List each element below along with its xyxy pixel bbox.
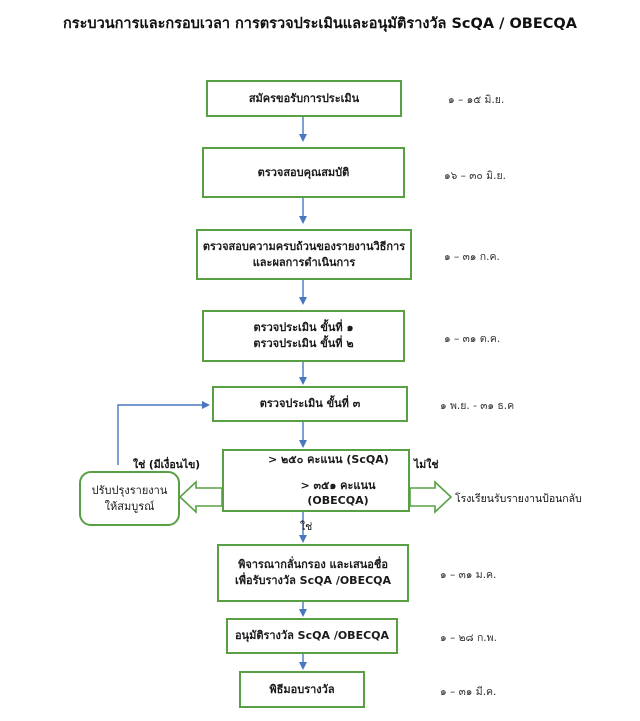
criteria-obecqa: > ๓๕๑ คะแนน (OBECQA) [300,478,376,508]
step-qualify-date: ๑๖ – ๓๐ มิ.ย. [444,170,506,182]
improve-line2: ให้สมบูรณ์ [104,499,155,513]
left-block-arrow [178,480,223,514]
step-assess-3-label: ตรวจประเมิน ขั้นที่ ๓ [259,397,361,411]
right-block-arrow [409,480,453,514]
step-qualify: ตรวจสอบคุณสมบัติ [202,147,405,198]
step-ceremony-date: ๑ – ๓๑ มี.ค. [440,686,497,698]
step-ceremony-label: พิธีมอบรางวัล [269,682,335,696]
criteria-scqa: > ๒๕๐ คะแนน (ScQA) [268,452,389,466]
step-ceremony: พิธีมอบรางวัล [239,671,365,708]
branch-no: ไม่ใช่ [414,459,439,471]
step-screen-line2: เพื่อรับรางวัล ScQA /OBECQA [234,574,392,587]
branch-yes-conditional: ใช่ (มีเงื่อนไข) [133,459,201,471]
step-screen-nominate-date: ๑ – ๓๑ ม.ค. [440,569,497,581]
loop-arrow [117,401,210,465]
step-apply-date: ๑ – ๑๕ มิ.ย. [448,94,505,106]
step-assess-2-label: ตรวจประเมิน ขั้นที่ ๒ [253,337,354,350]
step-check-report-line1: ตรวจสอบความครบถ้วนของรายงานวิธีการ [202,239,406,253]
step-approve-label: อนุมัติรางวัล ScQA /OBECQA [234,629,390,643]
step-qualify-label: ตรวจสอบคุณสมบัติ [257,165,350,179]
step-screen-line1: พิจารณากลั่นกรอง และเสนอชื่อ [238,558,388,572]
improve-line1: ปรับปรุงรายงาน [91,483,168,497]
step-screen-nominate: พิจารณากลั่นกรอง และเสนอชื่อ เพื่อรับราง… [217,544,409,602]
step-approve-award: อนุมัติรางวัล ScQA /OBECQA [226,618,398,654]
step-approve-award-date: ๑ – ๒๘ ก.พ. [440,632,497,644]
step-check-report: ตรวจสอบความครบถ้วนของรายงานวิธีการ และผล… [196,229,412,280]
step-assess-1-label: ตรวจประเมิน ขั้นที่ ๑ [253,321,354,335]
step-apply-label: สมัครขอรับการประเมิน [248,91,360,105]
decision-score: > ๒๕๐ คะแนน (ScQA) > ๓๕๑ คะแนน (OBECQA) [222,449,410,512]
branch-yes: ใช่ [300,521,313,533]
diagram-title: กระบวนการและกรอบเวลา การตรวจประเมินและอน… [63,16,577,32]
step-check-report-line2: และผลการดำเนินการ [252,255,356,269]
step-assess-3-date: ๑ พ.ย. - ๓๑ ธ.ค [440,400,515,412]
improve-report-box: ปรับปรุงรายงาน ให้สมบูรณ์ [79,471,180,526]
step-assess-1-2: ตรวจประเมิน ขั้นที่ ๑ ตรวจประเมิน ขั้นที… [202,310,405,362]
step-assess-1-2-date: ๑ – ๓๑ ต.ค. [444,333,501,345]
step-apply: สมัครขอรับการประเมิน [206,80,402,117]
step-check-report-date: ๑ – ๓๑ ก.ค. [444,251,500,263]
step-assess-3: ตรวจประเมิน ขั้นที่ ๓ [212,386,408,422]
feedback-label: โรงเรียนรับรายงานป้อนกลับ [455,493,582,505]
